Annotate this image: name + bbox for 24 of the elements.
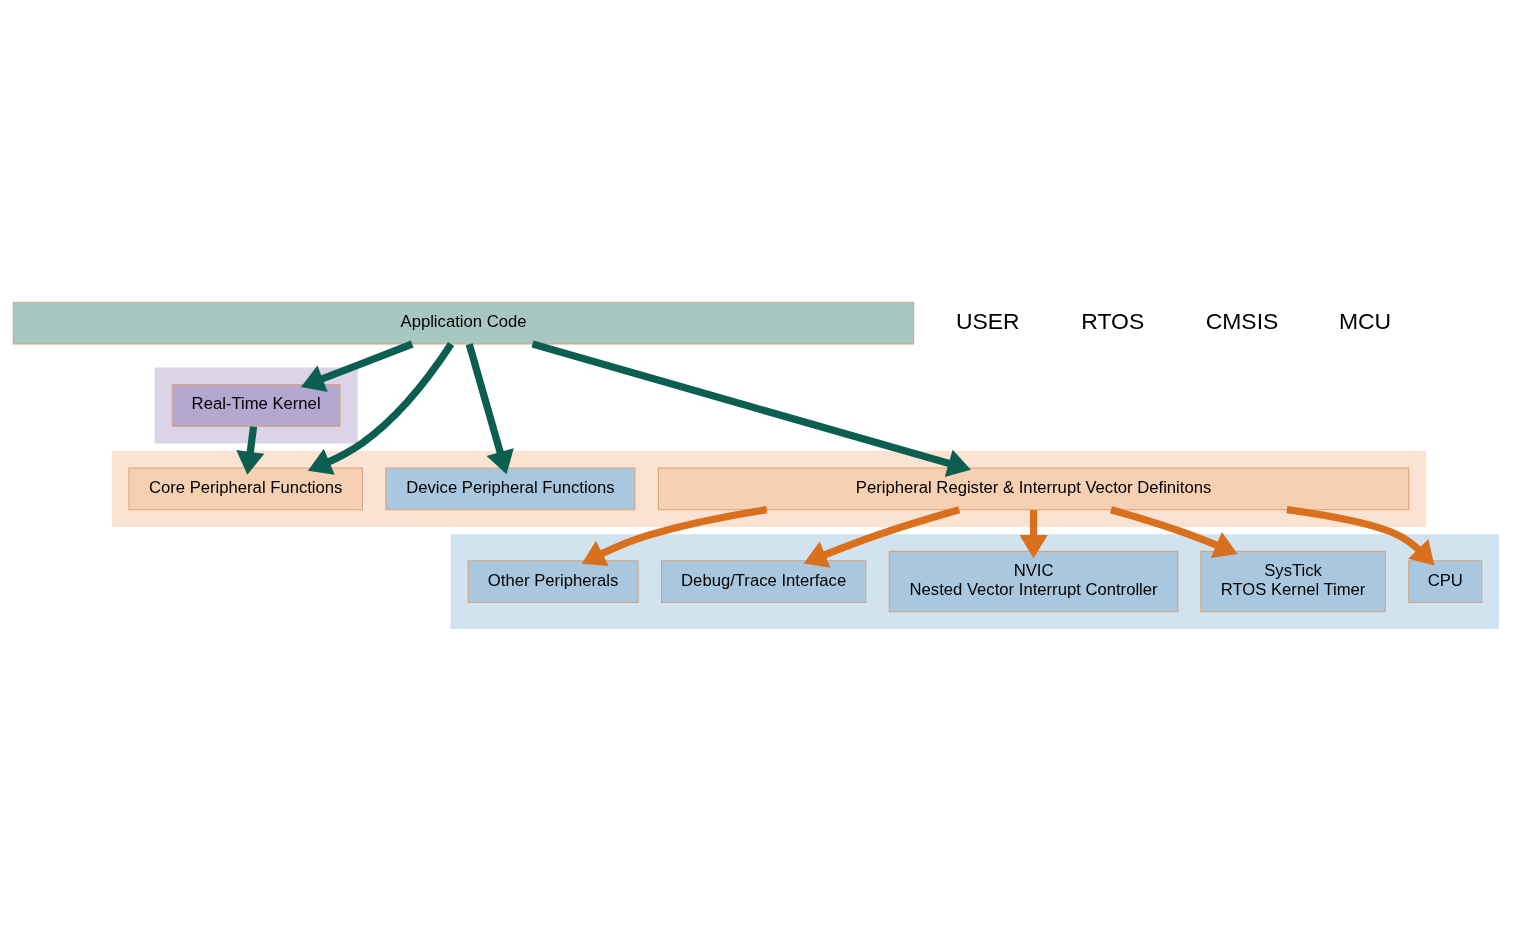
arrow <box>1019 510 1048 559</box>
label: USER <box>955 307 1020 334</box>
node-box: SysTick RTOS Kernel Timer <box>1200 550 1386 613</box>
node-box: Debug/Trace Interface <box>661 560 867 603</box>
arrow <box>1286 506 1435 566</box>
arrow <box>465 343 514 475</box>
arrow <box>581 506 768 567</box>
node-box: Other Peripherals <box>467 560 639 603</box>
arrow <box>531 340 971 478</box>
arrow <box>1110 506 1238 559</box>
arrow <box>301 340 414 392</box>
label: RTOS <box>1081 307 1145 334</box>
node-box: NVIC Nested Vector Interrupt Controller <box>888 550 1179 613</box>
label: MCU <box>1338 307 1392 334</box>
arrow <box>236 426 265 475</box>
node-box: Real-Time Kernel <box>171 384 341 427</box>
arrow <box>307 342 455 475</box>
node-box: Application Code <box>12 301 915 345</box>
node-box: CPU <box>1408 560 1483 603</box>
label: CMSIS <box>1205 307 1279 334</box>
arrow <box>803 506 961 568</box>
node-box: Device Peripheral Functions <box>385 467 636 511</box>
node-box: Core Peripheral Functions <box>128 467 363 511</box>
node-box: Peripheral Register & Interrupt Vector Definitons <box>657 467 1410 511</box>
